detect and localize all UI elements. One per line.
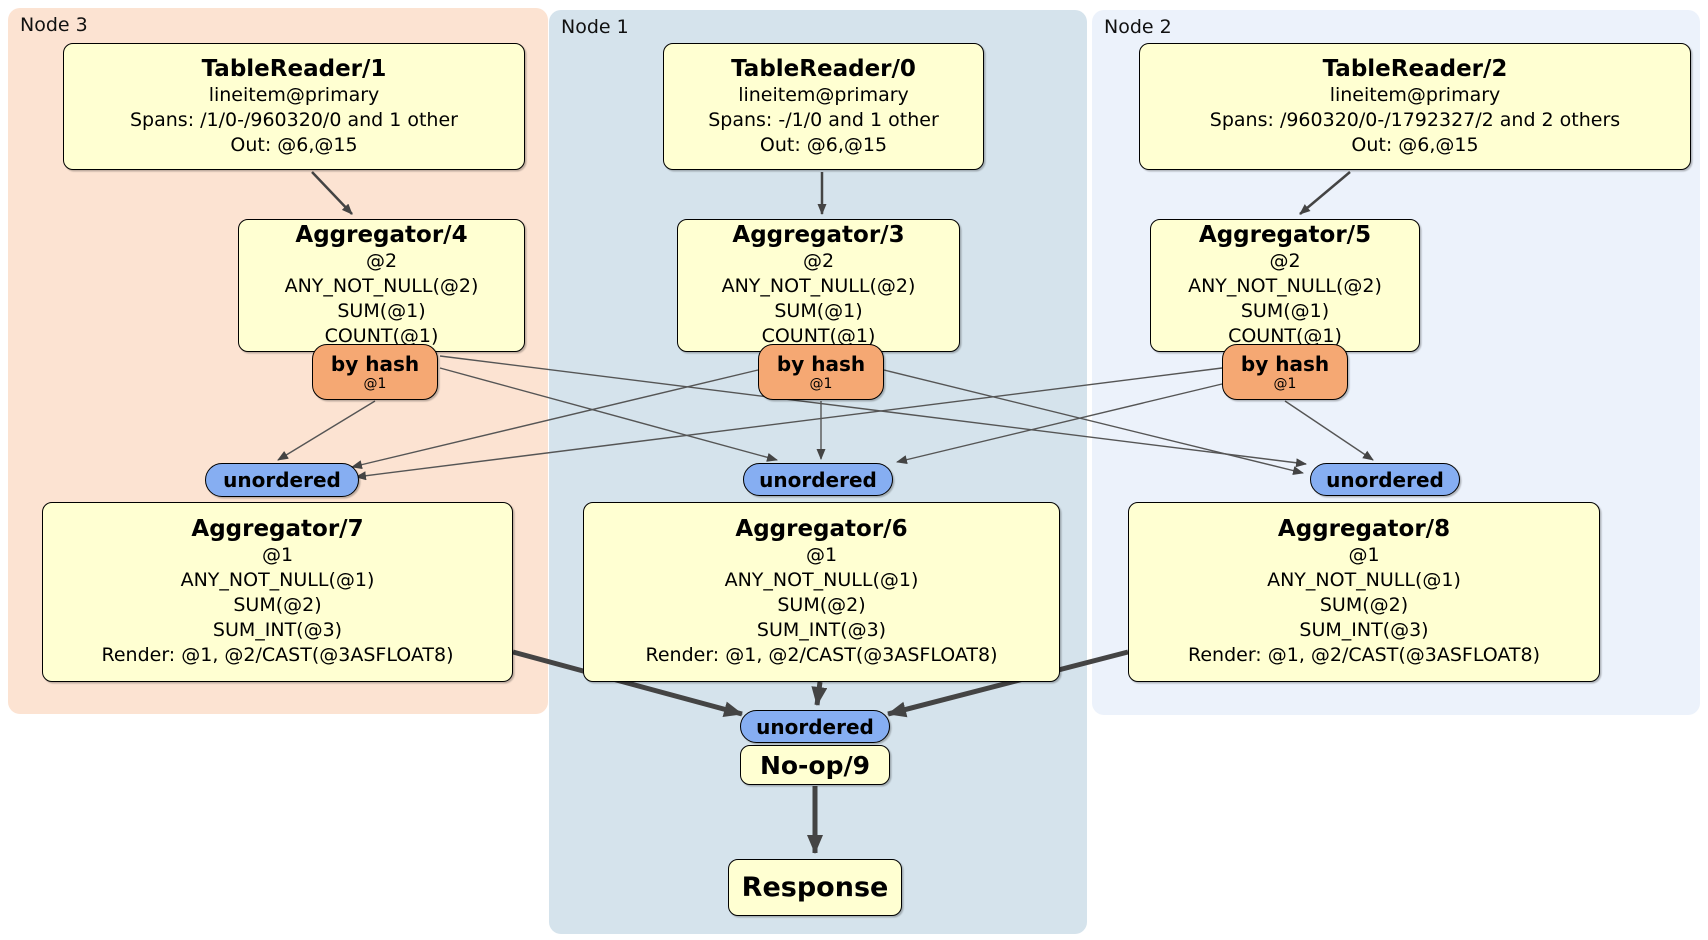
sync-sync6: unordered [743,463,893,496]
router-hash3: by hash@1 [758,344,884,400]
edge-agg8-sync9 [887,649,1129,718]
processor-title: TableReader/2 [1322,55,1508,82]
processor-detail: SUM(@2) [777,594,866,616]
processor-detail: @1 [261,544,294,566]
processor-detail: ANY_NOT_NULL(@1) [1267,569,1461,591]
processor-detail: @2 [365,250,398,272]
processor-detail: SUM(@1) [774,300,863,322]
processor-title: No-op/9 [759,750,871,780]
processor-title: TableReader/0 [731,55,916,82]
edge-hash4-sync6 [439,367,778,462]
edge-agg7-sync9 [512,649,743,718]
processor-detail: ANY_NOT_NULL(@2) [284,275,479,297]
processor-title: Aggregator/6 [735,516,908,542]
processor-detail: lineitem@primary [1329,83,1501,106]
edge-hash4-sync7 [277,400,376,461]
sync-sync9: unordered [740,710,890,743]
processor-detail: SUM_INT(@3) [756,619,887,641]
sync-label: unordered [1326,467,1444,492]
processor-title: Response [741,872,889,903]
processor-detail: Render: @1, @2/CAST(@3ASFLOAT8) [1188,644,1540,666]
processor-detail: SUM_INT(@3) [1299,619,1429,641]
processor-detail: Render: @1, @2/CAST(@3ASFLOAT8) [101,644,454,666]
edge-hash3-sync8 [883,369,1304,475]
edge-hash5-sync7 [355,367,1223,481]
processor-response: Response [728,859,902,916]
processor-detail: lineitem@primary [738,83,909,106]
region-label-node2: Node 2 [1104,16,1172,38]
router-detail: @1 [363,375,387,392]
edge-hash4-sync8 [439,355,1307,468]
router-hash4: by hash@1 [312,344,438,400]
processor-title: Aggregator/7 [191,516,364,542]
router-label: by hash [1240,351,1330,376]
processor-detail: Spans: /1/0-/960320/0 and 1 other [130,108,458,131]
sync-label: unordered [759,467,877,492]
processor-detail: Spans: /960320/0-/1792327/2 and 2 others [1209,108,1621,131]
processor-detail: ANY_NOT_NULL(@2) [721,275,916,297]
router-label: by hash [330,351,420,376]
router-detail: @1 [1273,375,1297,392]
edge-tr1-agg4 [311,171,353,215]
processor-title: Aggregator/8 [1277,516,1451,542]
processor-title: Aggregator/4 [295,222,468,248]
processor-detail: ANY_NOT_NULL(@1) [724,569,919,591]
processor-noop9: No-op/9 [740,745,890,785]
processor-detail: SUM(@2) [1319,594,1409,616]
processor-detail: @1 [805,544,838,566]
processor-detail: ANY_NOT_NULL(@1) [180,569,375,591]
processor-detail: @2 [802,250,835,272]
processor-detail: Out: @6,@15 [230,133,358,156]
processor-detail: @1 [1348,544,1380,566]
router-hash5: by hash@1 [1222,344,1348,400]
router-detail: @1 [809,375,833,392]
processor-detail: SUM(@2) [233,594,322,616]
processor-detail: lineitem@primary [208,83,380,106]
region-label-node1: Node 1 [561,16,629,38]
processor-detail: Render: @1, @2/CAST(@3ASFLOAT8) [645,644,998,666]
processor-detail: Spans: -/1/0 and 1 other [708,108,939,131]
processor-detail: COUNT(@1) [1228,325,1342,347]
processor-detail: ANY_NOT_NULL(@2) [1188,275,1382,297]
sync-label: unordered [223,468,341,492]
router-label: by hash [776,351,866,376]
region-label-node3: Node 3 [20,14,88,36]
edge-hash5-sync8 [1284,400,1374,461]
processor-detail: @2 [1269,250,1301,272]
processor-title: TableReader/1 [201,55,387,82]
processor-detail: COUNT(@1) [324,325,439,347]
processor-detail: SUM(@1) [337,300,426,322]
processor-detail: Out: @6,@15 [1351,133,1479,156]
edge-agg6-sync9 [811,681,828,706]
edge-hash5-sync6 [896,383,1223,465]
sync-sync8: unordered [1310,463,1460,496]
processor-title: Aggregator/5 [1198,222,1372,248]
sync-sync7: unordered [205,463,359,497]
edge-hash3-sync7 [351,369,759,470]
edge-tr2-agg5 [1299,171,1351,215]
processor-detail: COUNT(@1) [761,325,876,347]
processor-detail: Out: @6,@15 [759,133,888,156]
sync-label: unordered [756,714,874,739]
processor-title: Aggregator/3 [732,222,905,248]
processor-detail: SUM_INT(@3) [212,619,343,641]
processor-detail: SUM(@1) [1240,300,1330,322]
